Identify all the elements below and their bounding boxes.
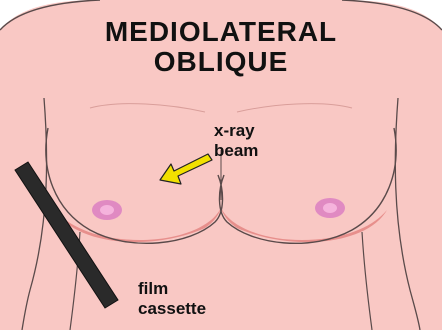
cassette-label-line-2: cassette bbox=[138, 299, 206, 319]
beam-label-line-2: beam bbox=[214, 141, 258, 161]
title-line-1: MEDIOLATERAL bbox=[0, 17, 442, 47]
beam-label-line-1: x-ray bbox=[214, 121, 258, 141]
left-nipple bbox=[100, 205, 114, 215]
cassette-label: film cassette bbox=[138, 279, 206, 319]
title-line-2: OBLIQUE bbox=[0, 47, 442, 77]
beam-label: x-ray beam bbox=[214, 121, 258, 161]
right-nipple bbox=[323, 203, 337, 213]
cassette-label-line-1: film bbox=[138, 279, 206, 299]
